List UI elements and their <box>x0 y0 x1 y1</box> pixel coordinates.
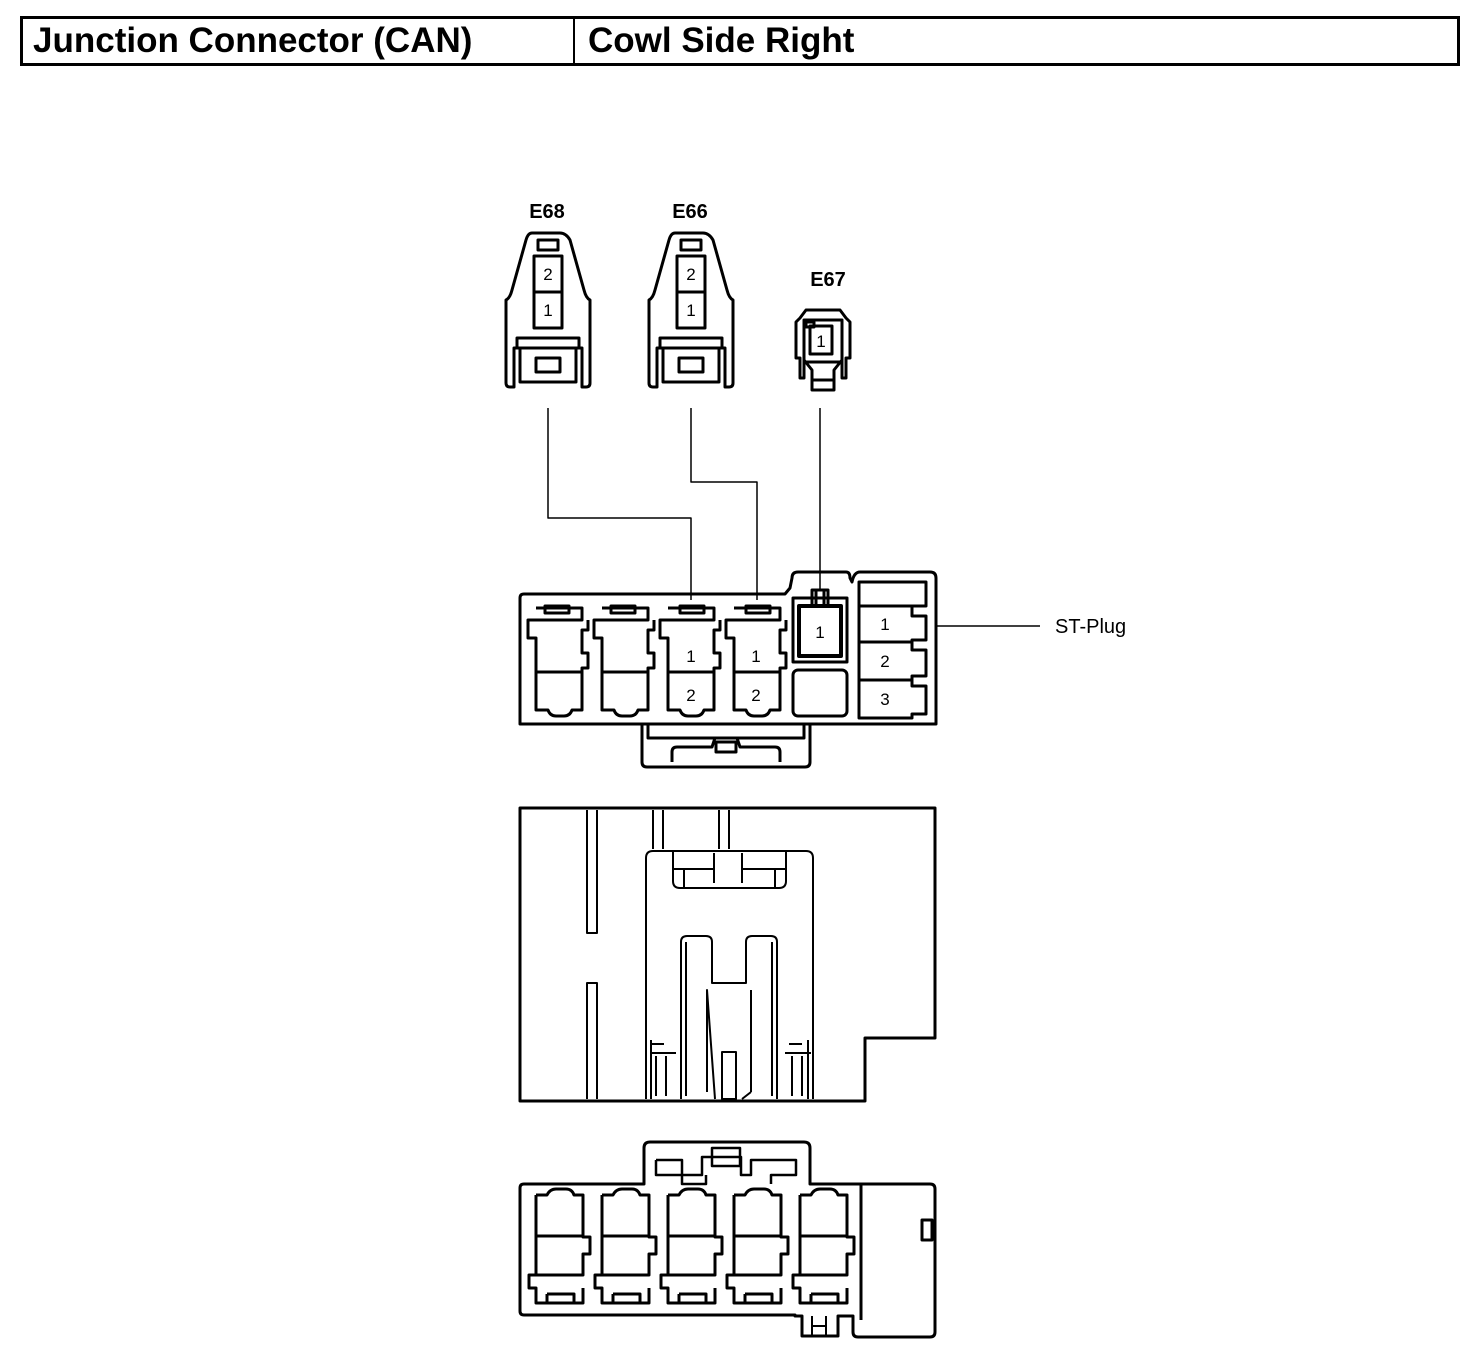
e68-pin-1 <box>532 290 564 330</box>
st-plug-label: ST-Plug <box>1055 616 1126 638</box>
connector-title: Junction Connector (CAN) <box>23 19 575 63</box>
e66-lock <box>679 238 703 252</box>
e68-latch <box>515 336 581 384</box>
e66-pin-1-label: 1 <box>686 301 695 320</box>
e68-pin-1-label: 1 <box>543 301 552 320</box>
junction-cavity-5: 1 <box>791 588 849 718</box>
e67-lock <box>804 320 816 329</box>
st-plug-pin-1-label: 1 <box>880 615 889 634</box>
junction-bottom-tab <box>640 724 812 769</box>
wire-e66-to-junction <box>690 408 758 600</box>
e66-latch-window <box>677 356 705 374</box>
connector-e68: E68 2 1 <box>504 201 592 389</box>
junction-block-bottom <box>518 1140 937 1339</box>
junction-block-face: 1 2 1 2 1 1 2 3 <box>518 570 1126 769</box>
e68-lock <box>536 238 560 252</box>
e66-label: E66 <box>672 201 708 223</box>
e67-pin-1 <box>808 324 834 356</box>
st-plug-pin-3-label: 3 <box>880 690 889 709</box>
e68-pin-2-label: 2 <box>543 265 552 284</box>
connector-location: Cowl Side Right <box>588 21 855 60</box>
st-plug-pin-2-label: 2 <box>880 652 889 671</box>
junction-block-side <box>518 806 937 1103</box>
e67-inner <box>802 318 844 364</box>
wires <box>547 408 821 600</box>
junction-cavity-5-pin-1-label: 1 <box>815 623 824 642</box>
junction-tab-inner <box>646 724 806 740</box>
junction-outline <box>518 570 938 726</box>
junction-cavity-4: 1 2 <box>724 604 788 718</box>
junction-cavity-3: 1 2 <box>658 604 722 718</box>
junction-cavity-2 <box>592 604 656 718</box>
side-outline <box>518 806 937 1103</box>
junction-tab-key <box>714 740 738 754</box>
junction-cavity-4-pin-1-label: 1 <box>751 647 760 666</box>
e67-housing <box>794 308 852 392</box>
junction-cavity-3-pin-2-label: 2 <box>686 686 695 705</box>
e66-pin-2-label: 2 <box>686 265 695 284</box>
junction-cavity-4-pin-2-label: 2 <box>751 686 760 705</box>
e68-latch-window <box>534 356 562 374</box>
side-latch-body <box>645 850 814 1099</box>
wire-e68-to-junction <box>547 408 692 600</box>
e68-housing <box>504 231 592 389</box>
junction-cavity-6-empty <box>791 668 849 718</box>
e66-pin-1 <box>675 290 707 330</box>
junction-cavity-3-pin-1-label: 1 <box>686 647 695 666</box>
header-table: Junction Connector (CAN) Cowl Side Right <box>20 16 1460 66</box>
e66-housing <box>647 231 735 389</box>
e66-latch <box>658 336 724 384</box>
junction-cavity-3-terminal <box>678 604 706 615</box>
e67-label: E67 <box>810 269 846 291</box>
bottom-cavities <box>527 1187 856 1305</box>
connector-e66: E66 2 1 <box>647 201 735 389</box>
connector-e67: E67 1 <box>794 269 852 392</box>
junction-cavity-4-terminal <box>744 604 772 615</box>
side-latch-fingers <box>680 935 778 1099</box>
junction-tab-clip <box>670 736 782 762</box>
bottom-outline <box>518 1140 937 1339</box>
junction-cavity-1 <box>526 604 590 718</box>
e67-pin-1-label: 1 <box>816 332 825 351</box>
st-plug: 1 2 3 <box>857 580 928 720</box>
e68-label: E68 <box>529 201 565 223</box>
